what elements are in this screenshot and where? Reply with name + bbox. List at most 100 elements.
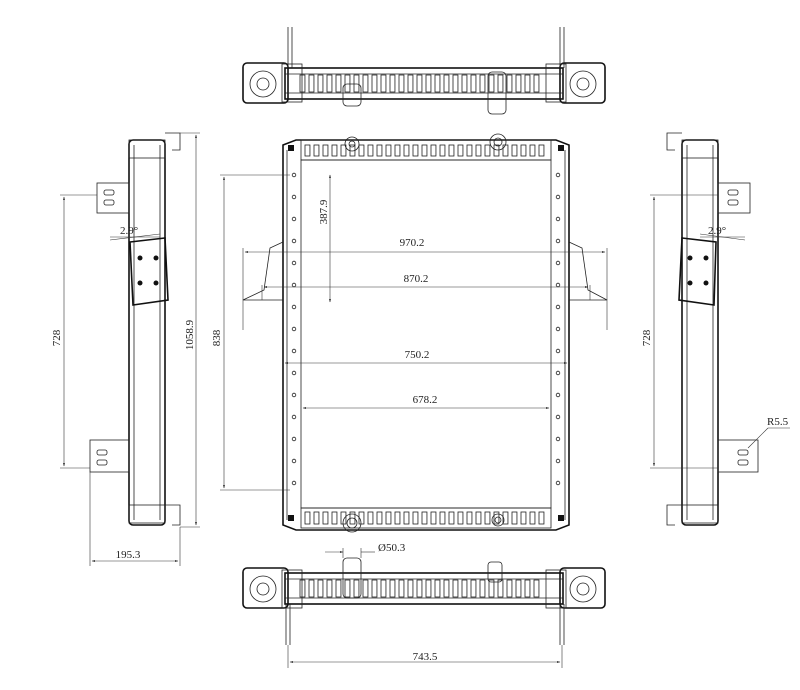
fin	[434, 74, 441, 93]
fin	[457, 511, 464, 525]
fin	[308, 579, 315, 598]
width-970-label: 970.2	[400, 237, 425, 249]
fin	[362, 74, 369, 93]
fin	[308, 74, 315, 93]
fin	[371, 74, 378, 93]
fin	[380, 579, 387, 598]
width-678-label: 678.2	[413, 394, 438, 406]
fin	[331, 144, 338, 157]
fin	[398, 74, 405, 93]
mount-hole	[555, 436, 561, 442]
mount-hole	[555, 172, 561, 178]
fin	[511, 511, 518, 525]
fin	[317, 74, 324, 93]
fin	[299, 579, 306, 598]
fin	[421, 144, 428, 157]
fin	[407, 579, 414, 598]
mount-hole	[291, 414, 297, 420]
fin	[367, 511, 374, 525]
front-view: 970.2 870.2 750.2 678.2 838 387.9	[211, 133, 608, 533]
fin	[326, 579, 333, 598]
fin	[385, 511, 392, 525]
fin	[322, 144, 329, 157]
fin	[443, 74, 450, 93]
fin	[493, 511, 500, 525]
fin	[299, 74, 306, 93]
fin	[533, 74, 540, 93]
fin	[479, 579, 486, 598]
fin	[439, 144, 446, 157]
fin	[412, 144, 419, 157]
fin	[313, 511, 320, 525]
fin	[470, 74, 477, 93]
fin	[479, 74, 486, 93]
fin	[380, 74, 387, 93]
fin	[475, 511, 482, 525]
fin	[353, 74, 360, 93]
bottom-width-label: 743.5	[413, 651, 438, 663]
fin	[511, 144, 518, 157]
fin	[497, 74, 504, 93]
fin	[304, 511, 311, 525]
fin	[416, 74, 423, 93]
fin	[488, 74, 495, 93]
mount-hole	[291, 458, 297, 464]
fin	[376, 144, 383, 157]
fin	[533, 579, 540, 598]
mount-hole	[555, 194, 561, 200]
fin	[403, 144, 410, 157]
fin	[448, 144, 455, 157]
fin	[416, 579, 423, 598]
mount-hole	[291, 172, 297, 178]
fin	[425, 579, 432, 598]
fin	[412, 511, 419, 525]
fin	[394, 144, 401, 157]
fin	[470, 579, 477, 598]
mount-hole	[291, 216, 297, 222]
fin	[425, 74, 432, 93]
mount-hole	[291, 436, 297, 442]
mount-hole	[555, 480, 561, 486]
fin	[466, 511, 473, 525]
fin	[443, 579, 450, 598]
fin	[407, 74, 414, 93]
mount-hole	[291, 304, 297, 310]
mount-hole	[555, 304, 561, 310]
mount-hole	[291, 370, 297, 376]
fin	[340, 511, 347, 525]
mount-hole	[291, 392, 297, 398]
mount-hole	[555, 392, 561, 398]
fin	[457, 144, 464, 157]
fin	[430, 511, 437, 525]
fin	[322, 511, 329, 525]
left-height-1058-label: 1058.9	[184, 319, 196, 350]
fin	[466, 144, 473, 157]
right-height-728-label: 728	[641, 329, 653, 346]
fin	[340, 144, 347, 157]
mount-hole	[291, 326, 297, 332]
fin	[515, 579, 522, 598]
fin	[506, 74, 513, 93]
fin	[331, 511, 338, 525]
mount-hole	[555, 260, 561, 266]
fin	[538, 511, 545, 525]
radius-label: R5.5	[767, 416, 789, 428]
mount-hole	[291, 260, 297, 266]
height-387-label: 387.9	[318, 199, 330, 224]
fin	[452, 579, 459, 598]
bottom-view: 743.5 Ø50.3	[242, 542, 606, 668]
fin	[484, 511, 491, 525]
fin	[493, 144, 500, 157]
mount-hole	[291, 480, 297, 486]
fin	[439, 511, 446, 525]
fin	[520, 144, 527, 157]
depth-195-label: 195.3	[116, 549, 141, 561]
mount-hole	[555, 370, 561, 376]
mount-hole	[555, 348, 561, 354]
fin	[376, 511, 383, 525]
fin	[371, 579, 378, 598]
fin	[362, 579, 369, 598]
pipe-diameter-label: Ø50.3	[378, 542, 406, 554]
fin	[524, 579, 531, 598]
mount-hole	[555, 326, 561, 332]
